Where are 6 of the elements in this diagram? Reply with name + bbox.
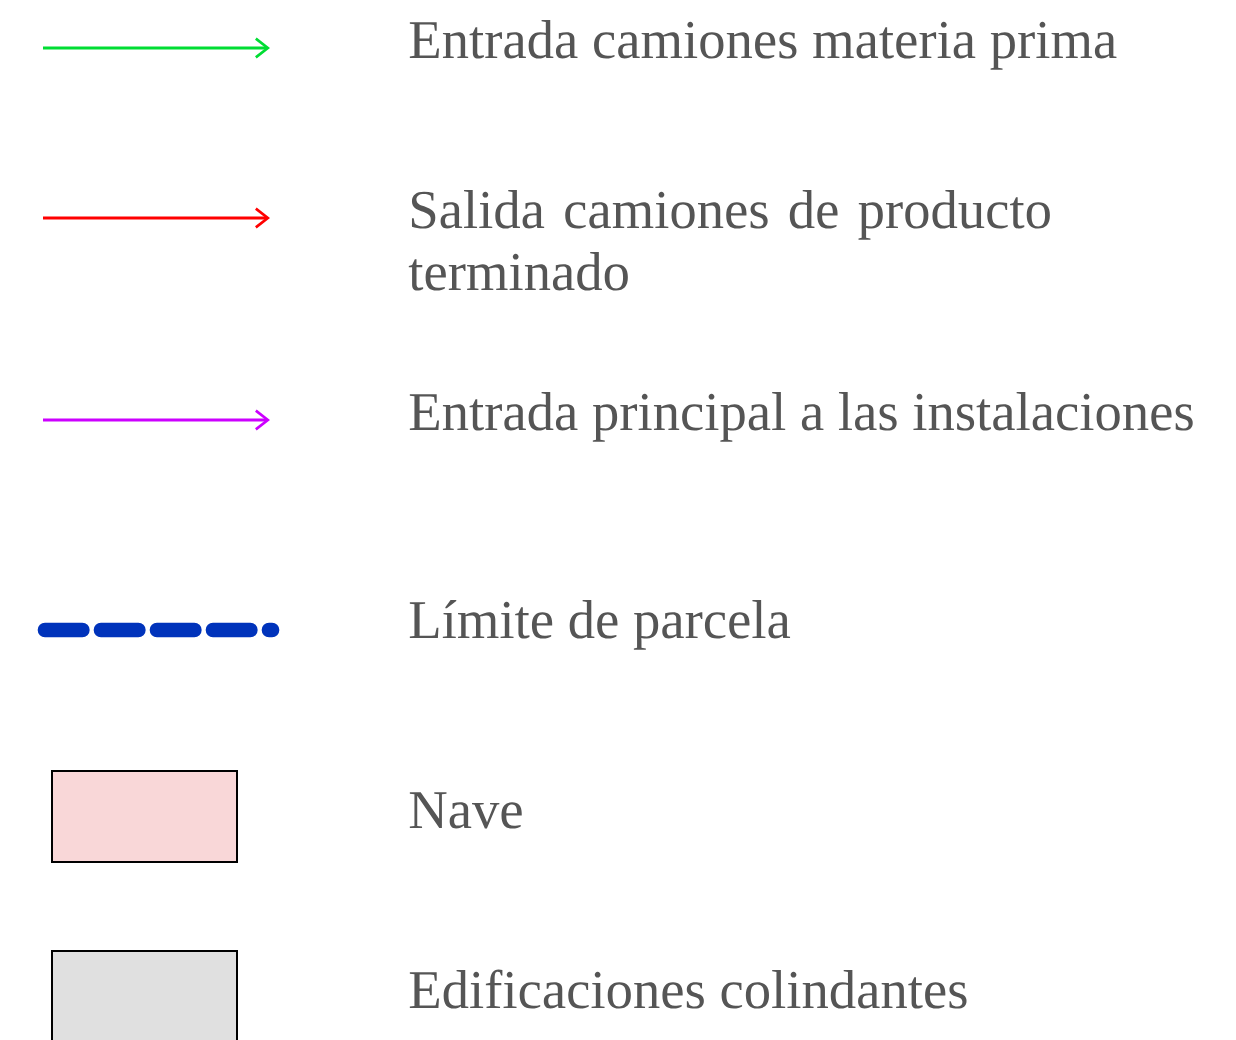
legend-label: Entrada principal a las instalaciones [409,392,1193,442]
legend-label: Nave [409,792,522,829]
legend-label: Entrada camiones materia prima [409,20,1117,70]
legend-label: Edificaciones colindantes [409,969,967,1009]
legend-label: Límite de parcela [409,600,791,650]
legend-label: Salida camiones de producto terminado [408,190,1050,291]
